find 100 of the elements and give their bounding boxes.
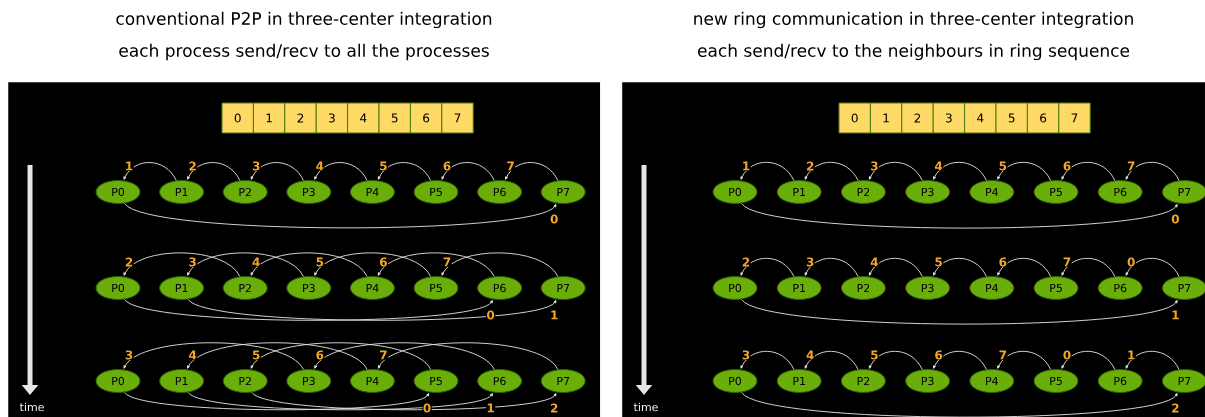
- panel-title: new ring communication in three-center integration: [694, 11, 1133, 29]
- arrow: [123, 342, 304, 370]
- arrow: [441, 162, 495, 181]
- panel-title: each send/recv to the neighbours in ring sequence: [698, 43, 1130, 61]
- arrow: [377, 342, 559, 370]
- edge-label: 6: [442, 160, 452, 171]
- edge-label: 7: [1062, 257, 1072, 267]
- arrow: [441, 252, 559, 277]
- array-cell: 3: [315, 102, 349, 134]
- arrow: [250, 252, 368, 277]
- edge-label: 4: [869, 257, 880, 267]
- array-cell: 2: [284, 102, 317, 134]
- array-cell: 7: [441, 102, 474, 134]
- arrow: [377, 252, 495, 277]
- arrow: [741, 299, 1178, 325]
- edge-label: 0: [422, 402, 432, 413]
- edge-label: 5: [998, 161, 1008, 171]
- arrow: [740, 350, 795, 370]
- arrow: [187, 342, 368, 370]
- arrow: [741, 392, 1178, 417]
- edge-label: 5: [378, 161, 389, 171]
- edge-label: 1: [1170, 310, 1181, 320]
- edge-label: 3: [251, 160, 261, 172]
- array-cell: 4: [347, 102, 380, 134]
- arrow: [740, 257, 795, 277]
- arrow: [1125, 257, 1180, 277]
- arrow: [933, 161, 987, 181]
- edge-label: 5: [933, 257, 944, 267]
- arrow: [187, 299, 557, 321]
- arrow: [123, 162, 177, 181]
- arrow: [933, 350, 987, 370]
- arrow: [250, 162, 304, 181]
- arrow: [251, 392, 557, 411]
- arrow: [124, 203, 557, 229]
- arrow: [868, 257, 923, 277]
- edge-label: 1: [485, 403, 496, 413]
- edge-label: 4: [251, 257, 261, 267]
- edge-label: 1: [124, 161, 134, 171]
- edge-label: 5: [315, 257, 325, 267]
- edge-label: 2: [1170, 403, 1181, 413]
- edge-label: 6: [315, 349, 325, 360]
- array-cell: 6: [409, 102, 443, 134]
- panel-title: conventional P2P in three-center integration: [116, 11, 492, 29]
- arrow: [868, 350, 923, 370]
- arrow: [997, 161, 1051, 181]
- arrow: [314, 252, 432, 277]
- edge-label: 2: [549, 403, 559, 413]
- arrow: [997, 257, 1051, 277]
- edge-label: 4: [187, 350, 198, 360]
- edge-label: 0: [1062, 349, 1072, 360]
- array-cell: 6: [1026, 102, 1060, 134]
- arrow: [124, 392, 430, 411]
- arrow: [1061, 161, 1116, 181]
- edge-label: 0: [1126, 256, 1136, 267]
- array-cell: 2: [901, 102, 934, 134]
- arrow: [123, 252, 241, 277]
- edge-label: 0: [1170, 213, 1181, 225]
- edge-label: 2: [124, 257, 134, 267]
- edge-label: 1: [741, 161, 751, 171]
- array-cell: 7: [1058, 102, 1091, 134]
- edge-label: 6: [933, 349, 944, 360]
- arrow: [1061, 350, 1116, 370]
- array-cell: 5: [378, 102, 411, 134]
- edge-label: 3: [124, 349, 134, 360]
- arrow: [997, 350, 1051, 370]
- edge-label: 0: [549, 213, 559, 225]
- edge-label: 1: [1126, 350, 1136, 360]
- axis-label: time: [633, 402, 658, 412]
- arrow: [314, 162, 368, 181]
- edge-label: 4: [315, 161, 325, 171]
- array-cell: 1: [869, 102, 903, 134]
- edge-label: 2: [741, 257, 751, 267]
- arrow: [804, 350, 859, 370]
- arrow: [741, 203, 1178, 229]
- edge-label: 7: [1126, 161, 1136, 171]
- edge-label: 7: [378, 350, 389, 360]
- edge-label: 2: [805, 161, 815, 171]
- array-cell: 5: [995, 102, 1028, 134]
- edge-label: 5: [251, 350, 261, 360]
- arrow: [250, 342, 432, 370]
- edge-label: 3: [187, 256, 198, 267]
- edge-label: 0: [485, 309, 496, 321]
- edge-label: 4: [933, 161, 944, 171]
- arrow: [377, 162, 432, 181]
- arrow: [505, 162, 559, 181]
- edge-label: 6: [998, 256, 1008, 267]
- axis-label: time: [19, 402, 44, 412]
- array-cell: 4: [964, 102, 997, 134]
- array-cell: 0: [221, 102, 254, 134]
- arrow: [740, 161, 795, 181]
- edge-label: 4: [805, 350, 815, 360]
- arrow: [187, 252, 304, 277]
- edge-label: 3: [805, 256, 815, 267]
- edge-label: 6: [1062, 160, 1072, 171]
- arrow: [124, 299, 493, 321]
- arrow: [314, 342, 495, 370]
- edge-label: 5: [869, 350, 880, 360]
- arrow: [933, 257, 987, 277]
- edge-label: 7: [505, 161, 516, 171]
- arrow: [868, 161, 923, 181]
